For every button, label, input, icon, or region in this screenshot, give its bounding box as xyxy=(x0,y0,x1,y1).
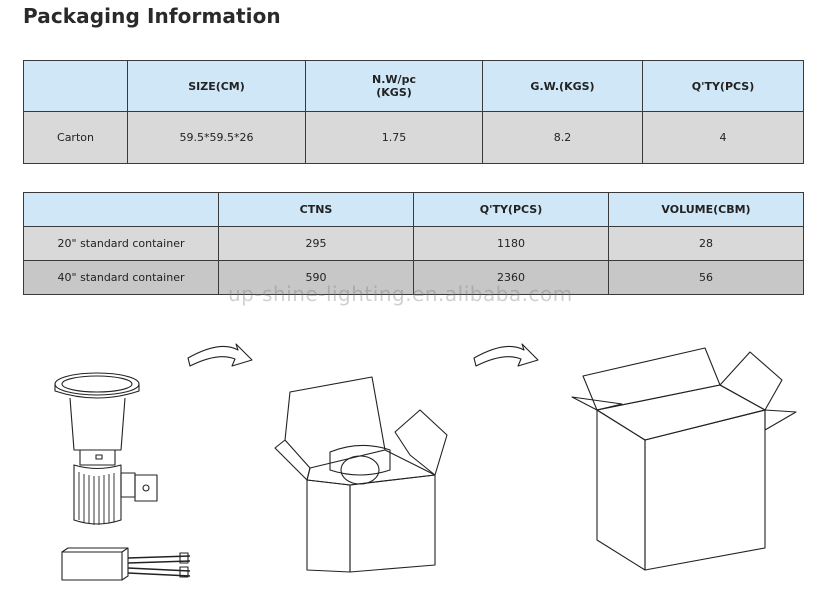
table-header-cell xyxy=(23,192,219,227)
table-cell: 1180 xyxy=(413,226,609,261)
table-cell: 59.5*59.5*26 xyxy=(127,111,306,164)
table-header-row: CTNS Q'TY(PCS) VOLUME(CBM) xyxy=(23,192,804,227)
table-cell: 4 xyxy=(642,111,804,164)
table-header-cell: G.W.(KGS) xyxy=(482,60,643,112)
table-cell: 28 xyxy=(608,226,804,261)
curved-arrow-icon xyxy=(473,343,539,367)
carton-spec-table: SIZE(CM) N.W/pc (KGS) G.W.(KGS) Q'TY(PCS… xyxy=(23,60,804,164)
table-row: 40" standard container 590 2360 56 xyxy=(23,260,804,295)
table-header-cell: Q'TY(PCS) xyxy=(413,192,609,227)
table-header-cell: Q'TY(PCS) xyxy=(642,60,804,112)
table-cell: Carton xyxy=(23,111,128,164)
table-cell: 1.75 xyxy=(305,111,483,164)
table-header-cell: SIZE(CM) xyxy=(127,60,306,112)
outer-carton-icon xyxy=(571,347,797,571)
table-cell: 40" standard container xyxy=(23,260,219,295)
table-header-cell: VOLUME(CBM) xyxy=(608,192,804,227)
page-title: Packaging Information xyxy=(23,4,281,28)
table-header-cell: CTNS xyxy=(218,192,414,227)
container-load-table: CTNS Q'TY(PCS) VOLUME(CBM) 20" standard … xyxy=(23,192,804,295)
led-driver-icon xyxy=(61,547,191,581)
table-row: 20" standard container 295 1180 28 xyxy=(23,226,804,261)
table-row: Carton 59.5*59.5*26 1.75 8.2 4 xyxy=(23,111,804,164)
curved-arrow-icon xyxy=(187,343,253,367)
table-cell: 2360 xyxy=(413,260,609,295)
table-cell: 8.2 xyxy=(482,111,643,164)
downlight-product-icon xyxy=(54,372,158,525)
table-header-cell: N.W/pc (KGS) xyxy=(305,60,483,112)
open-inner-box-icon xyxy=(274,376,448,573)
table-cell: 295 xyxy=(218,226,414,261)
watermark: up-shine-lighting.en.alibaba.com xyxy=(228,282,573,306)
table-header-cell xyxy=(23,60,128,112)
packaging-illustration xyxy=(54,343,797,581)
table-cell: 20" standard container xyxy=(23,226,219,261)
table-header-row: SIZE(CM) N.W/pc (KGS) G.W.(KGS) Q'TY(PCS… xyxy=(23,60,804,112)
table-cell: 56 xyxy=(608,260,804,295)
